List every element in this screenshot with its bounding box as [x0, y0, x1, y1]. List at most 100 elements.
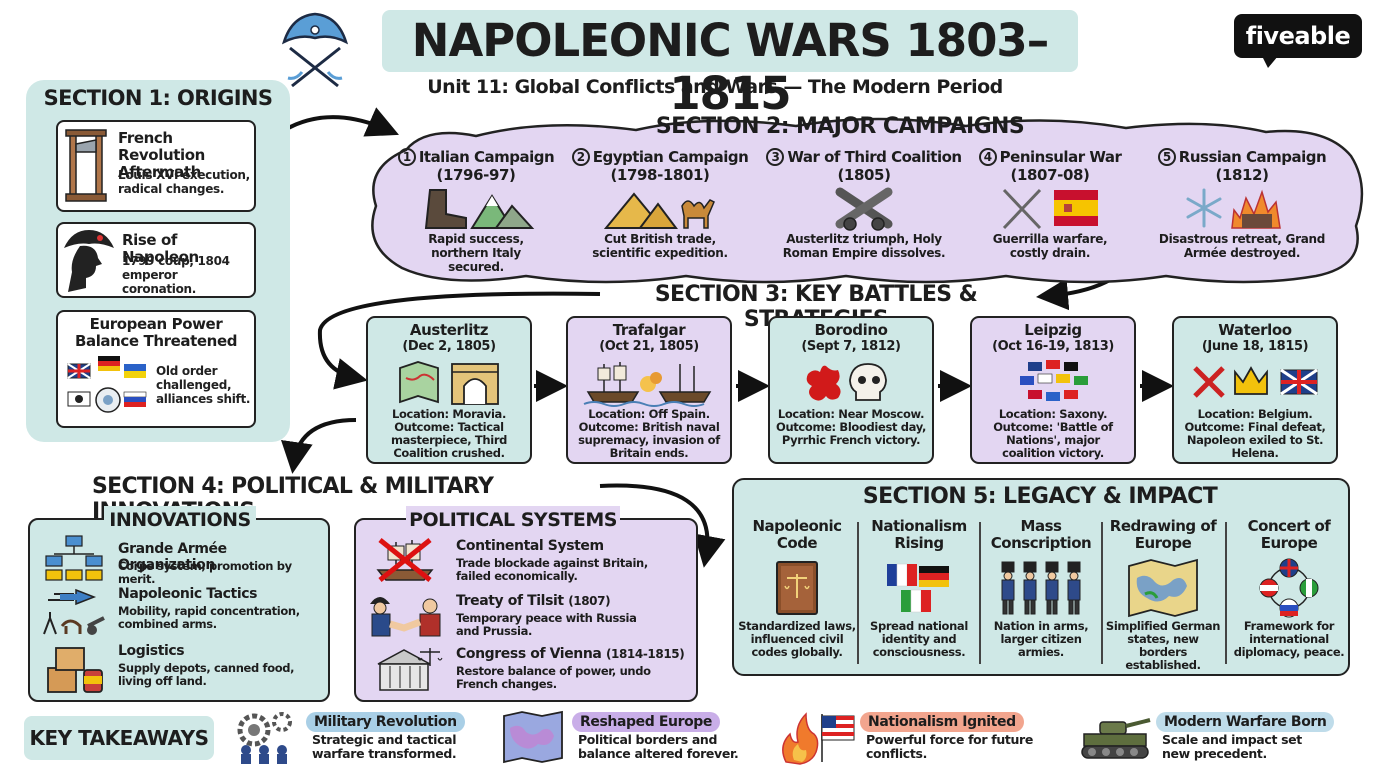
treaty-name: Treaty of Tilsit — [456, 593, 564, 609]
campaign-number: 3 — [766, 148, 785, 166]
campaign-name: Egyptian Campaign — [592, 148, 749, 166]
innovation-desc: Mobility, rapid concentration, combined … — [118, 604, 300, 631]
origin-card-title: European Power Balance Threatened — [74, 315, 238, 350]
congress-name: Congress of Vienna — [456, 646, 602, 662]
battle-card-borodino: Borodino (Sept 7, 1812) Location: Near M… — [768, 316, 934, 464]
origin-card-title: Rise of Napoleon — [122, 231, 199, 266]
fiveable-logo: fiveable — [1234, 14, 1362, 58]
takeaway-desc: Political borders and balance altered fo… — [578, 732, 739, 761]
battle-card-trafalgar: Trafalgar (Oct 21, 1805) Location: Off S… — [566, 316, 732, 464]
battle-card-leipzig: Leipzig (Oct 16-19, 1813) Location: Saxo… — [970, 316, 1136, 464]
blockade-ship-icon — [372, 534, 438, 586]
takeaway-desc: Scale and impact set new precedent. — [1162, 732, 1302, 761]
battle-date: (Oct 16-19, 1813) — [992, 339, 1114, 354]
battle-desc: Location: Saxony. Outcome: 'Battle of Na… — [993, 407, 1113, 460]
guillotine-icon — [64, 128, 108, 204]
org-chart-icon — [44, 534, 104, 582]
political-desc: Restore balance of power, undo French ch… — [456, 664, 651, 691]
takeaway-tag: Military Revolution — [306, 712, 465, 732]
napoleon-silhouette-icon — [62, 228, 116, 294]
battle-desc: Location: Off Spain. Outcome: British na… — [578, 407, 720, 460]
gears-soldiers-icon — [232, 710, 298, 766]
legacy-name: Mass Conscription — [990, 517, 1092, 552]
innovation-title: Grande Armée Organization — [118, 541, 227, 573]
congress-years: (1814-1815) — [605, 647, 685, 661]
takeaway-tag: Nationalism Ignited — [860, 712, 1024, 732]
sabres-spain-flag-icon — [962, 184, 1138, 232]
origin-card-desc: 1799 coup, 1804 emperor coronation. — [122, 254, 230, 296]
handshake-icon — [366, 590, 446, 640]
legacy-concert: Concert of Europe Framework for internat… — [1230, 518, 1348, 659]
blood-skull-icon — [770, 358, 932, 408]
origin-card-power-balance: European Power Balance Threatened Old or… — [56, 310, 256, 428]
innovation-title: Napoleonic Tactics — [118, 586, 258, 602]
map-arch-icon — [368, 358, 530, 408]
national-flags-icon — [860, 558, 978, 620]
campaign-desc: Guerrilla warfare, costly drain. — [992, 232, 1108, 260]
campaign-number: 2 — [571, 148, 590, 166]
fire-flag-icon — [780, 708, 858, 766]
battle-card-waterloo: Waterloo (June 18, 1815) Location: Belgi… — [1172, 316, 1338, 464]
campaign-years: (1798-1801) — [610, 166, 710, 184]
battle-name: Leipzig — [1024, 321, 1082, 339]
innovation-desc: Corps system, promotion by merit. — [118, 559, 292, 586]
campaign-years: (1807-08) — [1010, 166, 1090, 184]
divider — [1101, 522, 1103, 664]
snowflake-fire-icon — [1144, 184, 1340, 232]
legacy-desc: Standardized laws, influenced civil code… — [738, 619, 856, 659]
legacy-desc: Nation in arms, larger citizen armies. — [993, 619, 1089, 659]
logo-tail — [1262, 56, 1278, 68]
battle-card-austerlitz: Austerlitz (Dec 2, 1805) Location: Morav… — [366, 316, 532, 464]
innovations-title: INNOVATIONS — [104, 506, 256, 534]
warships-icon — [568, 358, 730, 408]
political-title: Continental System — [456, 538, 604, 554]
campaign-years: (1796-97) — [436, 166, 516, 184]
battle-name: Austerlitz — [409, 321, 489, 339]
innovation-title: Logistics — [118, 643, 185, 659]
political-title: Treaty of Tilsit (1807) — [456, 593, 692, 609]
origin-card-revolution: French Revolution Aftermath Louis XVI ex… — [56, 120, 256, 212]
battle-date: (Sept 7, 1812) — [801, 339, 901, 354]
campaign-years: (1805) — [837, 166, 891, 184]
takeaway-desc: Strategic and tactical warfare transform… — [312, 732, 457, 761]
tank-icon — [1078, 710, 1152, 762]
political-systems-title: POLITICAL SYSTEMS — [406, 506, 620, 534]
legacy-name: Napoleonic Code — [752, 517, 842, 552]
legacy-redrawing: Redrawing of Europe Simplified German st… — [1104, 518, 1222, 672]
campaign-desc: Cut British trade, scientific expedition… — [592, 232, 728, 260]
europe-map-small-icon — [500, 710, 566, 764]
campaign-desc: Austerlitz triumph, Holy Roman Empire di… — [782, 232, 946, 260]
boot-mountains-icon — [378, 184, 574, 232]
campaign-years: (1812) — [1215, 166, 1269, 184]
campaign-desc: Disastrous retreat, Grand Armée destroye… — [1158, 232, 1326, 260]
divider — [857, 522, 859, 664]
circle-of-flags-icon — [1230, 558, 1348, 620]
origin-card-desc: Louis XVI execution, radical changes. — [118, 168, 250, 196]
battle-date: (Dec 2, 1805) — [402, 339, 496, 354]
campaign-name: War of Third Coalition — [787, 148, 962, 166]
palace-scales-icon — [374, 644, 444, 696]
soldiers-icon — [982, 558, 1100, 620]
campaign-number: 1 — [397, 148, 416, 166]
key-takeaways-label: KEY TAKEAWAYS — [24, 716, 214, 760]
origin-card-napoleon: Rise of Napoleon 1799 coup, 1804 emperor… — [56, 222, 256, 298]
page-title: NAPOLEONIC WARS 1803–1815 — [411, 14, 1049, 120]
legacy-panel — [732, 478, 1350, 676]
many-flags-icon — [972, 358, 1134, 408]
battle-desc: Location: Near Moscow. Outcome: Bloodies… — [776, 407, 926, 447]
legacy-napoleonic-code: Napoleonic Code Standardized laws, influ… — [738, 518, 856, 659]
legacy-name: Redrawing of Europe — [1109, 517, 1217, 552]
section1-title: SECTION 1: ORIGINS — [43, 86, 273, 110]
legacy-desc: Simplified German states, new borders es… — [1105, 619, 1221, 672]
innovations-panel — [28, 518, 330, 702]
flags-map-icon — [64, 356, 152, 422]
europe-map-icon — [1104, 558, 1222, 620]
law-book-icon — [738, 558, 856, 620]
bicorne-swords-icon — [280, 8, 350, 92]
divider — [979, 522, 981, 664]
